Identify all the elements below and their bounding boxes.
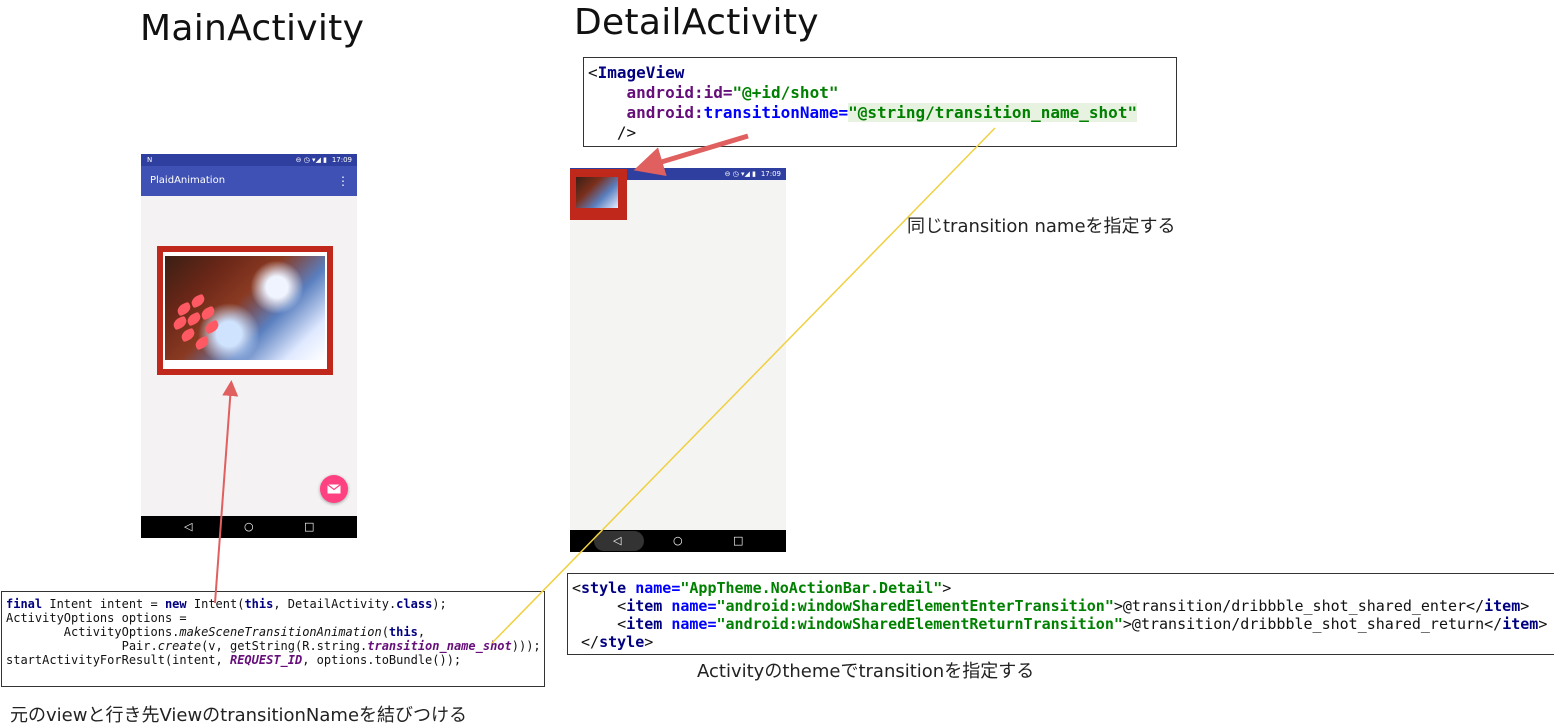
app-bar: PlaidAnimation ⋮ bbox=[141, 166, 357, 196]
detail-shot-image bbox=[576, 177, 618, 208]
java-transition-code: final Intent intent = new Intent(this, D… bbox=[1, 591, 545, 687]
status-bar: N ⊖ ◷ ▾◢ ▮ 17:09 bbox=[141, 154, 357, 166]
main-shot-highlight bbox=[157, 246, 333, 375]
envelope-icon bbox=[327, 484, 341, 494]
main-activity-heading: MainActivity bbox=[140, 8, 365, 49]
recents-icon[interactable]: □ bbox=[733, 534, 744, 547]
shot-card[interactable] bbox=[163, 252, 327, 369]
home-icon[interactable]: ○ bbox=[244, 520, 254, 533]
nav-bar: ◁ ○ □ bbox=[570, 530, 786, 552]
imageview-xml-code: <ImageView android:id="@+id/shot" androi… bbox=[583, 57, 1177, 147]
shot-image bbox=[165, 256, 325, 360]
home-icon[interactable]: ○ bbox=[673, 534, 683, 547]
nav-bar: ◁ ○ □ bbox=[141, 516, 357, 538]
app-title: PlaidAnimation bbox=[150, 175, 226, 186]
status-time: 17:09 bbox=[760, 170, 781, 178]
java-to-shot-arrow bbox=[214, 380, 239, 604]
recents-icon[interactable]: □ bbox=[304, 520, 315, 533]
overflow-menu-icon[interactable]: ⋮ bbox=[337, 174, 349, 188]
status-icons: ⊖ ◷ ▾◢ ▮ bbox=[295, 156, 327, 164]
status-icons: ⊖ ◷ ▾◢ ▮ bbox=[724, 170, 756, 178]
mail-fab-button[interactable] bbox=[320, 475, 348, 503]
theme-transition-caption: Activityのthemeでtransitionを指定する bbox=[697, 661, 1035, 682]
same-transition-name-caption: 同じtransition nameを指定する bbox=[907, 216, 1176, 237]
style-xml-code: <style name="AppTheme.NoActionBar.Detail… bbox=[567, 573, 1554, 655]
back-icon[interactable]: ◁ bbox=[184, 520, 193, 533]
detail-shot-highlight bbox=[570, 169, 627, 220]
detail-activity-heading: DetailActivity bbox=[574, 2, 819, 43]
status-time: 17:09 bbox=[331, 156, 352, 164]
status-left-glyph: N bbox=[147, 156, 153, 164]
back-ripple bbox=[594, 531, 644, 551]
xml-to-thumb-arrow bbox=[633, 133, 749, 177]
transition-name-connector-line bbox=[491, 127, 996, 644]
back-icon[interactable]: ◁ bbox=[613, 534, 622, 547]
link-transition-name-caption: 元のviewと行き先ViewのtransitionNameを結びつける bbox=[10, 705, 468, 726]
detail-activity-phone: ⊖ ◷ ▾◢ ▮ 17:09 ◁ ○ □ bbox=[570, 168, 786, 552]
